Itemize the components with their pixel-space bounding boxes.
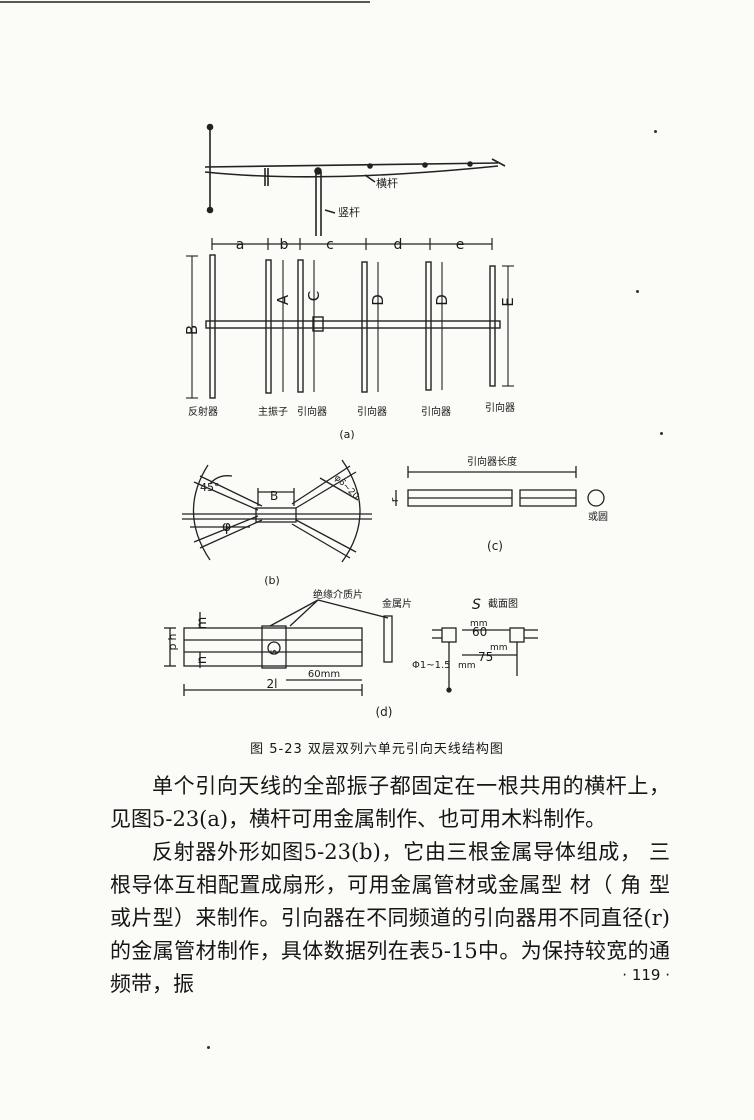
h-label: h xyxy=(166,633,179,640)
subfigure-b-label: (b) xyxy=(264,574,280,587)
len-B: B xyxy=(183,325,201,335)
reflector-label: 反射器 xyxy=(188,406,218,418)
round-rod-label: 或圆 xyxy=(588,511,608,523)
subfigure-a-label: (a) xyxy=(339,428,354,441)
subfigure-c-label: (c) xyxy=(487,539,503,553)
dim-e: e xyxy=(456,237,465,253)
mm-label-3: mm xyxy=(458,661,476,671)
paragraph-2-text: 反射器外形如图5-23(b)，它由三根金属导体组成， 三根导体互相配置成扇形，可… xyxy=(110,840,670,996)
phi-1-15-label: Φ1~1.5 xyxy=(412,660,451,671)
dim-b: b xyxy=(280,237,289,253)
len-E: E xyxy=(499,297,517,306)
metal-plate-label: 金属片 xyxy=(382,597,412,610)
figure-5-23: 横杆 竖杆 a b c d e B A C D D xyxy=(0,1,608,719)
len-D2: D xyxy=(433,294,451,306)
insulator-label: 绝缘介质片 xyxy=(313,588,363,601)
angle-45-label: 45° xyxy=(200,481,220,494)
paragraph-2: 反射器外形如图5-23(b)，它由三根金属导体组成， 三根导体互相配置成扇形，可… xyxy=(110,836,670,1001)
section-view-label: 截面图 xyxy=(488,597,518,610)
antenna-perspective-sketch xyxy=(204,123,506,236)
scan-speck xyxy=(207,1046,210,1049)
dim-c: c xyxy=(326,237,334,253)
len-A: A xyxy=(274,294,292,305)
radius-r-label: r xyxy=(388,497,401,502)
reflector-B-label: B xyxy=(270,489,278,503)
dim-a: a xyxy=(236,237,245,253)
len-C: C xyxy=(305,291,323,301)
length-dimension-lines xyxy=(186,255,514,399)
reflector-fan-drawing xyxy=(182,459,372,563)
scan-speck xyxy=(636,290,639,293)
dim-75-label: 75 xyxy=(478,650,493,664)
paragraph-1-text: 单个引向天线的全部振子都固定在一根共用的横杆上，见图5-23(a)，横杆可用金属… xyxy=(110,774,670,831)
main-dipole-label: 主振子 xyxy=(258,405,288,418)
subfigure-d-label: (d) xyxy=(376,705,393,719)
crossbar-label: 横杆 xyxy=(376,176,398,190)
mm-label-1: mm xyxy=(470,619,488,629)
len-D1: D xyxy=(369,294,387,306)
s-small-label: s xyxy=(268,649,279,654)
director-length-label: 引向器长度 xyxy=(467,455,517,468)
feed-detail-drawing xyxy=(164,599,538,696)
director-rod-drawing xyxy=(395,466,605,507)
director-label-3: 引向器 xyxy=(421,405,451,418)
dim-60-label: 60 xyxy=(472,625,487,639)
spacing-dimension-line xyxy=(211,238,493,250)
director-label-4: 引向器 xyxy=(485,401,515,414)
figure-caption: 图 5-23 双层双列六单元引向天线结构图 xyxy=(250,742,504,757)
boom-and-elements xyxy=(205,254,501,399)
director-label-1: 引向器 xyxy=(297,405,327,418)
p-label: p xyxy=(166,643,179,650)
scan-speck xyxy=(654,130,657,133)
page-number: · 119 · xyxy=(622,966,670,984)
dim-d: d xyxy=(394,237,403,253)
dim-2l-label: 2l xyxy=(267,677,278,691)
mm-label-2: mm xyxy=(490,643,508,653)
s-label: S xyxy=(472,597,481,613)
m-label: m xyxy=(195,617,210,630)
director-label-2: 引向器 xyxy=(357,405,387,418)
phi-label: φ xyxy=(222,519,231,535)
dim-60mm-label: 60mm xyxy=(308,669,340,680)
n-label: n xyxy=(195,656,210,664)
scan-speck xyxy=(660,432,663,435)
paragraph-1: 单个引向天线的全部振子都固定在一根共用的横杆上，见图5-23(a)，横杆可用金属… xyxy=(110,770,670,836)
mast-label: 竖杆 xyxy=(338,205,360,219)
